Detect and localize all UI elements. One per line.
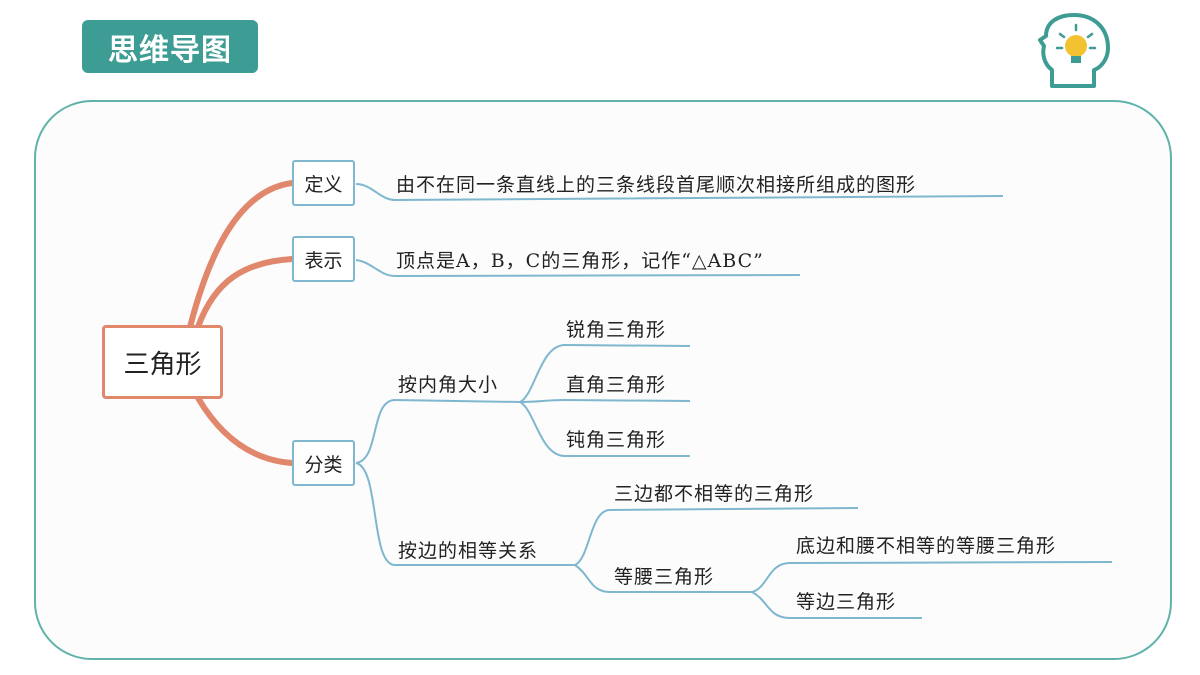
acute-triangle: 锐角三角形 [566, 319, 667, 341]
notation-text: 顶点是A，B，C的三角形，记作“△ABC” [396, 250, 764, 272]
equilateral-triangle: 等边三角形 [796, 591, 897, 613]
obtuse-triangle: 钝角三角形 [566, 429, 667, 451]
branch-classification-connector [195, 395, 295, 466]
by-angle-label: 按内角大小 [398, 374, 499, 396]
isosceles-non-equilateral: 底边和腰不相等的等腰三角形 [796, 535, 1057, 557]
head-lightbulb-icon [1038, 13, 1110, 88]
notation-label: 表示 [292, 236, 355, 282]
root-node: 三角形 [102, 325, 223, 399]
right-triangle: 直角三角形 [566, 374, 667, 396]
by-side-label: 按边的相等关系 [398, 540, 539, 562]
classification-label: 分类 [292, 440, 355, 486]
definition-label: 定义 [292, 160, 355, 206]
branch-notation-connector [195, 256, 295, 330]
definition-text: 由不在同一条直线上的三条线段首尾顺次相接所组成的图形 [396, 174, 917, 196]
scalene-triangle: 三边都不相等的三角形 [614, 483, 815, 505]
page-title: 思维导图 [82, 20, 258, 73]
isosceles-label: 等腰三角形 [614, 566, 715, 588]
mindmap-frame [34, 100, 1172, 660]
branch-definition-connector [187, 180, 295, 330]
